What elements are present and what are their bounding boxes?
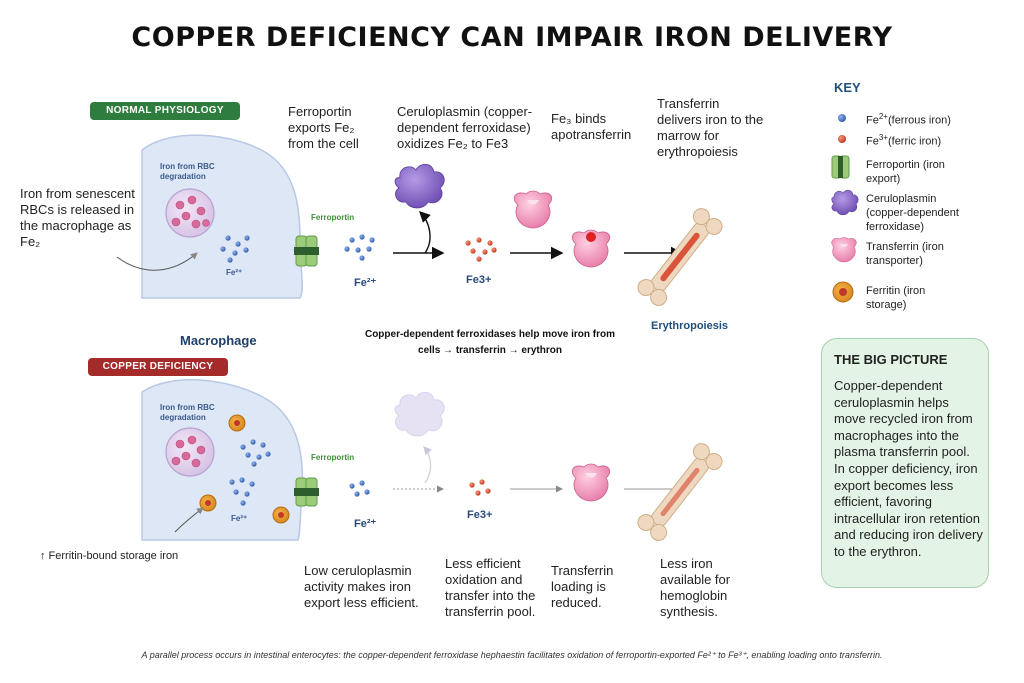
step2-caption-deficiency: Less efficient oxidation and transfer in… xyxy=(445,556,536,619)
macrophage-cell-normal xyxy=(141,134,303,299)
faded-curved-arrow xyxy=(423,446,432,484)
ceruloplasmin-normal xyxy=(394,163,445,209)
ferric-ions-normal xyxy=(465,237,497,262)
footnote: A parallel process occurs in intestinal … xyxy=(141,650,883,660)
ferroportin-icon xyxy=(831,155,850,179)
apotransferrin-deficiency xyxy=(571,463,611,502)
step3-caption-normal: Fe₃ binds apotransferrin xyxy=(551,111,632,142)
normal-physiology-badge: NORMAL PHYSIOLOGY xyxy=(90,102,240,120)
ferric-ions-deficiency xyxy=(469,479,491,496)
big-picture-box xyxy=(821,338,989,588)
left-caption-normal: Iron from senescent RBCs is released in … xyxy=(20,186,135,249)
rbc-vacuole-deficiency xyxy=(165,427,215,477)
step4-caption-deficiency: Less iron available for hemoglobin synth… xyxy=(660,556,731,619)
pointer-arrow-deficiency xyxy=(174,507,204,533)
middle-note-line2: cells → transferrin → erythron xyxy=(418,345,562,356)
macrophage-label: Macrophage xyxy=(180,333,257,348)
key-ferric-label: Fe3+(ferric iron) xyxy=(866,133,942,148)
fe2-out-label-normal: Fe²⁺ xyxy=(354,277,377,289)
ferrous-ions-out-deficiency xyxy=(349,480,370,497)
key-ferrous-label: Fe2+(ferrous iron) xyxy=(866,112,951,127)
holotransferrin-normal xyxy=(571,229,611,268)
erythropoiesis-label: Erythropoiesis xyxy=(651,320,729,332)
ferrous-ions-out-normal xyxy=(344,234,375,261)
ferritin-deficiency xyxy=(199,414,290,524)
key-ferroportin-label: Ferroportin (iron export) xyxy=(866,159,945,185)
apotransferrin-normal xyxy=(513,190,553,229)
key-ferritin-label: Ferritin (iron storage) xyxy=(866,285,926,311)
curved-arrow-ceruloplasmin xyxy=(419,211,431,254)
key-ceruloplasmin-label: Ceruloplasmin (copper-dependent ferroxid… xyxy=(866,193,959,233)
ferroportin-deficiency xyxy=(294,477,319,507)
fe2-inside-label-deficiency: Fe²⁺ xyxy=(231,514,248,523)
step1-caption-deficiency: Low ceruloplasmin activity makes iron ex… xyxy=(304,563,419,610)
ferroportin-label-normal: Ferroportin xyxy=(311,213,355,222)
ferroportin-label-deficiency: Ferroportin xyxy=(311,453,355,462)
fe2-inside-label-normal: Fe²⁺ xyxy=(226,268,243,277)
page-title: COPPER DEFICIENCY CAN IMPAIR IRON DELIVE… xyxy=(131,22,893,53)
rbc-degradation-label-normal: Iron from RBC degradation xyxy=(160,162,215,181)
fe3-label-deficiency: Fe3+ xyxy=(467,509,493,521)
copper-deficiency-badge: COPPER DEFICIENCY xyxy=(88,358,228,376)
step3-caption-deficiency: Transferrin loading is reduced. xyxy=(551,563,614,610)
transferrin-icon xyxy=(831,237,857,263)
ferrous-iron-icon xyxy=(838,114,846,122)
ferritin-icon xyxy=(832,281,854,303)
step2-caption-normal: Ceruloplasmin (copper-dependent ferroxid… xyxy=(397,104,533,151)
big-picture-body: Copper-dependent ceruloplasmin helps mov… xyxy=(834,378,983,559)
rbc-fragments-normal xyxy=(171,195,210,229)
key-title: KEY xyxy=(834,80,861,95)
bone-normal xyxy=(637,208,723,306)
step1-caption-normal: Ferroportin exports Fe₂ from the cell xyxy=(288,104,359,151)
ceruloplasmin-faded xyxy=(394,391,445,437)
big-picture-title: THE BIG PICTURE xyxy=(834,352,948,367)
ceruloplasmin-icon xyxy=(831,189,859,216)
fe2-out-label-deficiency: Fe²⁺ xyxy=(354,518,377,530)
fe3-label-normal: Fe3+ xyxy=(466,274,492,286)
rbc-fragments-deficiency xyxy=(171,435,206,468)
ferroportin-normal xyxy=(294,235,319,267)
bone-deficiency xyxy=(637,443,723,541)
ferritin-caption: ↑ Ferritin-bound storage iron xyxy=(40,550,179,562)
key-transferrin-label: Transferrin (iron transporter) xyxy=(866,241,944,267)
pointer-arrow-normal xyxy=(116,252,198,271)
macrophage-cell-deficiency xyxy=(141,379,304,541)
ferrous-ions-inside-deficiency xyxy=(229,439,271,506)
ferrous-ions-inside-normal xyxy=(220,235,250,263)
step4-caption-normal: Transferrin delivers iron to the marrow … xyxy=(657,96,764,159)
middle-note-line1: Copper-dependent ferroxidases help move … xyxy=(364,329,616,340)
ferric-iron-icon xyxy=(838,135,846,143)
rbc-degradation-label-deficiency: Iron from RBC degradation xyxy=(160,403,215,422)
